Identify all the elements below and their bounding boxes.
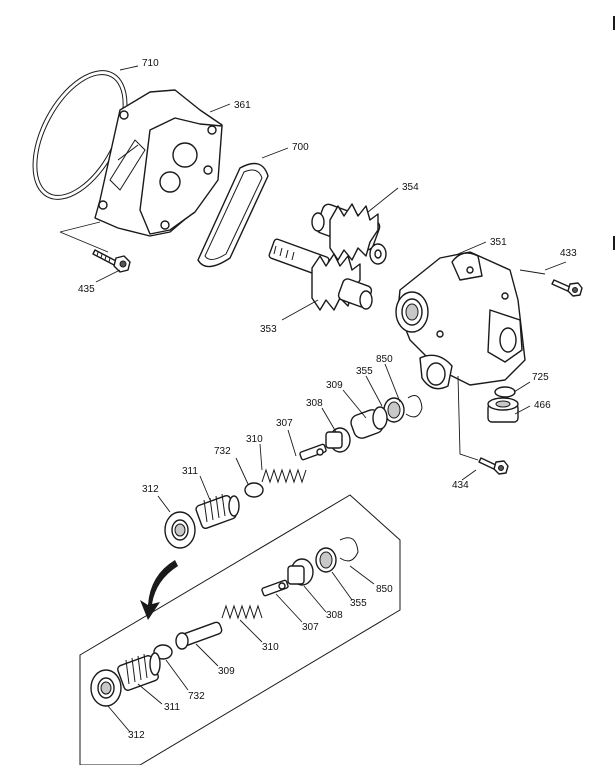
pump-body-351 [395,251,526,390]
label-355-lower: 355 [350,598,367,609]
detail-inset-box [79,494,401,765]
label-351: 351 [490,237,507,248]
label-850-upper: 850 [376,354,393,365]
label-732-upper: 732 [214,446,231,457]
lock-nut-312-lower [90,669,122,707]
spring-310-lower [221,604,263,620]
label-312-upper: 312 [142,484,159,495]
sleeve-309-upper [350,406,388,439]
detail-arrow [140,560,178,620]
label-311-upper: 311 [182,466,198,477]
gasket-700 [197,162,269,268]
sleeve-309-lower [175,621,223,650]
label-466: 466 [534,400,551,411]
adjust-screw-311-upper [195,493,240,530]
snap-ring-850-lower [339,537,359,562]
leader-lines [59,65,567,733]
label-353: 353 [260,324,277,335]
pin-307-lower [261,579,289,597]
label-732-lower: 732 [188,691,205,702]
poppet-308-upper [325,427,351,453]
gear-354 [311,203,387,265]
label-433: 433 [560,248,577,259]
o-ring-725 [494,386,516,398]
bolt-433 [551,279,583,297]
label-710: 710 [142,58,159,69]
lock-nut-312-upper [164,511,196,549]
plug-466 [487,397,519,423]
label-435: 435 [78,284,95,295]
label-307-upper: 307 [276,418,293,429]
label-361: 361 [234,100,251,111]
label-307-lower: 307 [302,622,319,633]
cover-plate-361 [94,89,223,237]
o-ring-732-upper [244,482,264,498]
label-311-lower: 311 [164,702,180,713]
label-725: 725 [532,372,549,383]
part-labels: 710 361 700 354 351 433 435 353 850 355 … [78,58,577,741]
spring-seat-355-lower [315,547,337,573]
label-355-upper: 355 [356,366,373,377]
gear-353 [268,238,373,311]
label-700: 700 [292,142,309,153]
label-309-upper: 309 [326,380,343,391]
page-edge-mark-top [613,16,615,30]
label-310-lower: 310 [262,642,279,653]
label-309-lower: 309 [218,666,235,677]
label-354: 354 [402,182,419,193]
snap-ring-850-upper [405,395,423,418]
bolt-434 [478,457,509,475]
label-434: 434 [452,480,469,491]
spring-310-upper [261,468,307,484]
poppet-308-lower [287,558,314,586]
pin-307-upper [299,443,327,461]
label-310-upper: 310 [246,434,263,445]
label-312-lower: 312 [128,730,145,741]
bolt-435 [92,249,131,273]
label-308-upper: 308 [306,398,323,409]
label-308-lower: 308 [326,610,343,621]
adjust-screw-311-lower [117,652,161,691]
page-edge-mark-bottom [613,236,615,250]
label-850-lower: 850 [376,584,393,595]
